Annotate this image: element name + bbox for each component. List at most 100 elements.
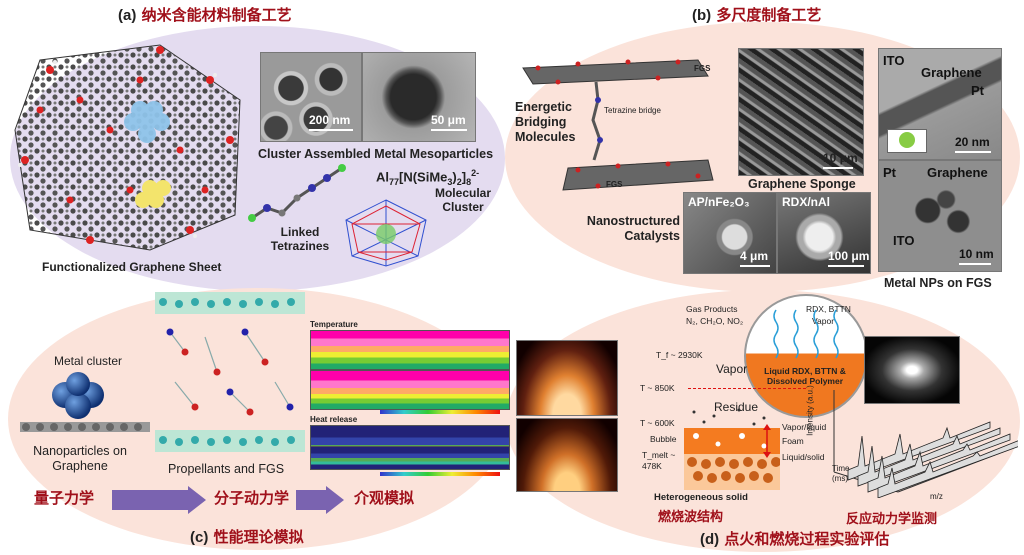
graphene-top-label: Graphene [921,65,982,80]
liquid-polymer-label: Liquid RDX, BTTN & Dissolved Polymer [764,366,846,386]
graphene-sponge-sem: 10 μm [738,48,864,176]
flow-arrow-1-head [188,486,206,514]
graphene-sponge-label: Graphene Sponge [748,177,856,191]
rdx-bttn-label: RDX, BTTN [806,304,851,314]
panel-d-title: (d) 点火和燃烧过程实验评估 [700,528,889,549]
vapor-label: Vapor [716,362,748,376]
mz-axis-label: m/z [930,492,943,501]
panel-a-title: (a) 纳米含能材料制备工艺 [118,4,292,25]
nanoparticles-label: Nanoparticles on Graphene [33,444,127,473]
step-mesoscale-simulation: 介观模拟 [354,489,415,507]
zoom-circle [744,294,868,418]
step-molecular-dynamics: 分子动力学 [214,489,290,507]
linked-tetrazines-molecule [248,164,346,222]
al77-cluster-model [345,199,427,267]
flow-arrow-2-head [326,486,344,514]
ap-nfe2o3-label: AP/nFe₂O₃ [688,195,750,209]
foam-label: Foam [782,436,804,446]
panel-a-title-text: 纳米含能材料制备工艺 [141,6,292,24]
fgs-bottom-label: FGS [606,180,623,189]
graphene-bottom-label: Graphene [927,165,988,180]
time-axis-label: Time (ms) [832,464,850,483]
tf-label: T_f ~ 2930K [656,350,703,360]
panel-c-title-text: 性能理论模拟 [213,528,304,546]
bubble-label: Bubble [650,434,677,444]
panel-b-title: (b) 多尺度制备工艺 [692,4,821,25]
flame-photo-bottom [516,418,618,492]
panel-c-letter: (c) [190,529,209,546]
metal-cluster-on-graphene [20,372,150,432]
temperature-colorbar [380,410,500,414]
step-quantum-mechanics: 量子力学 [34,489,95,507]
reaction-kinetics-monitoring-label: 反应动力学监测 [846,512,938,527]
fgs-top-label: FGS [694,64,711,73]
temperature-label: Temperature [310,320,358,329]
scale-label-200nm: 200 nm [309,113,351,127]
ito-bottom-label: ITO [893,233,915,248]
rdx-nal-sem: RDX/nAl 100 μm [777,192,871,274]
t600-label: T ~ 600K [640,418,675,428]
metal-nps-label: Metal NPs on FGS [884,276,992,290]
kinetics-3d-waterfall-plot [833,390,1018,498]
pt-ito-model [887,129,927,153]
linked-tetrazines-label: Linked Tetrazines [270,225,330,253]
foam-double-arrow [763,424,771,458]
t850-dashed-line [688,388,806,389]
propellant-md-snapshot [155,292,305,452]
scale-label-100um: 100 μm [828,249,870,263]
scale-label-50um: 50 μm [431,113,466,127]
liquid-solid-label: Liquid/solid [782,452,825,462]
intensity-axis-label: Intensity (a.u.) [805,385,815,436]
tetrazine-bridge-label: Tetrazine bridge [604,106,661,115]
panel-c-title: (c) 性能理论模拟 [190,526,304,547]
temperature-strip-1 [310,330,510,370]
vapor-wavy-arrows [773,309,839,359]
flow-arrow-1-body [112,490,190,510]
combustion-wave-structure-label: 燃烧波结构 [658,510,724,525]
gas-products-label: Gas Products [686,304,738,314]
metal-cluster-label: Metal cluster [54,354,123,368]
fgs-bridged-sheets [522,59,714,191]
rdx-nal-label: RDX/nAl [782,195,830,209]
plume-image [864,336,960,404]
scale-label-20nm: 20 nm [955,135,990,149]
gas-formula-label: N₂, CH₂O, NO₂ [686,316,744,326]
molecular-cluster-label: Molecular Cluster [434,186,491,214]
energetic-bridging-label: Energetic Bridging Molecules [515,100,576,144]
heat-release-colorbar [380,472,500,476]
panel-d-title-text: 点火和燃烧过程实验评估 [724,530,890,548]
scale-label-10um: 10 μm [823,151,858,165]
residue-label: Residue [714,400,759,414]
nanostructured-catalysts-label: Nanostructured Catalysts [586,214,680,243]
vapor-top-label: Vapor [812,316,835,326]
scale-label-4um: 4 μm [740,249,769,263]
ap-nfe2o3-sem: AP/nFe₂O₃ 4 μm [683,192,777,274]
molecular-formula: Al77[N(SiMe3)2]82- [376,168,480,187]
heat-release-label: Heat release [310,415,358,424]
ito-top-label: ITO [883,53,905,68]
temperature-strip-2 [310,370,510,410]
metal-np-tem-bottom: Pt Graphene ITO 10 nm [878,160,1002,272]
panel-b-title-text: 多尺度制备工艺 [716,6,822,24]
propellants-label: Propellants and FGS [168,462,285,476]
mesoparticle-tem-image-1: 200 nm [260,52,362,142]
combustion-wave-layers [684,408,780,490]
t850-label: T ~ 850K [640,383,675,393]
cluster-caption: Cluster Assembled Metal Mesoparticles [258,147,494,161]
graphene-sheet-label: Functionalized Graphene Sheet [42,260,222,274]
flow-arrow-2-body [296,490,328,510]
pt-bottom-label: Pt [883,165,896,180]
graphene-sheet-illustration [14,44,241,251]
heterogeneous-solid-label: Heterogeneous solid [654,492,748,503]
heat-release-strip-2 [310,446,510,470]
panel-b-letter: (b) [692,7,712,24]
panel-d-letter: (d) [700,531,720,548]
panel-a-letter: (a) [118,7,137,24]
mesoparticle-tem-image-2: 50 μm [362,52,476,142]
vapor-liquid-label: Vapor/liquid [782,422,827,432]
scale-label-10nm: 10 nm [959,247,994,261]
tmelt-label: T_melt ~ 478K [642,450,676,471]
pt-top-label: Pt [971,83,984,98]
metal-np-tem-top: ITO Graphene Pt 20 nm [878,48,1002,160]
flame-photo-top [516,340,618,416]
